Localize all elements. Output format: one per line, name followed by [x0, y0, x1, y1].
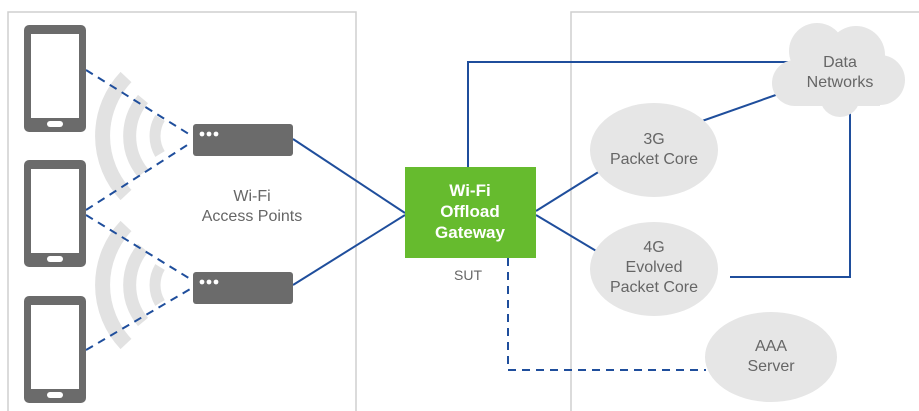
access-points-label-line: Wi-Fi	[233, 188, 271, 205]
core-3g-node	[590, 103, 718, 197]
gateway-label-line: Offload	[440, 202, 500, 221]
core-3g-label: 3G Packet Core	[610, 130, 698, 170]
core-4g-node	[590, 222, 718, 316]
access-point-icon	[193, 124, 293, 156]
gateway-label: Wi-Fi Offload Gateway	[435, 180, 505, 243]
smartphone-icon	[24, 25, 86, 132]
access-point-icon	[193, 272, 293, 304]
core-4g-label-line: Packet Core	[609, 279, 699, 296]
access-points-label: Wi-Fi Access Points	[202, 187, 302, 227]
core-4g-label-line: 4G	[643, 239, 665, 256]
right-panel-border	[570, 11, 919, 411]
wifi-signal-icon	[95, 220, 165, 350]
sut-label: SUT	[454, 267, 482, 283]
data-networks-label-line: Data	[823, 54, 857, 71]
core-3g-label-line: 3G	[643, 131, 665, 148]
gateway-label-line: Wi-Fi	[449, 181, 491, 200]
cloud-icon	[772, 23, 905, 117]
access-points-label-line: Access Points	[201, 208, 303, 225]
left-panel-border	[7, 11, 357, 411]
core-4g-label-line: Evolved	[625, 259, 683, 276]
gateway-box	[405, 167, 536, 258]
aaa-link	[507, 258, 706, 371]
aaa-server-node	[705, 312, 837, 402]
aaa-server-label: AAA Server	[747, 337, 794, 377]
network-links	[292, 61, 851, 286]
wireless-links	[85, 69, 193, 351]
core-3g-label-line: Packet Core	[609, 151, 699, 168]
data-networks-label: Data Networks	[807, 53, 874, 93]
aaa-server-label-line: Server	[747, 358, 795, 375]
data-networks-label-line: Networks	[806, 74, 874, 91]
wifi-signal-icon	[95, 71, 165, 201]
core-4g-label: 4G Evolved Packet Core	[610, 238, 698, 298]
smartphone-icon	[24, 160, 86, 267]
gateway-label-line: Gateway	[435, 223, 505, 242]
aaa-server-label-line: AAA	[754, 338, 787, 355]
smartphone-icon	[24, 296, 86, 403]
